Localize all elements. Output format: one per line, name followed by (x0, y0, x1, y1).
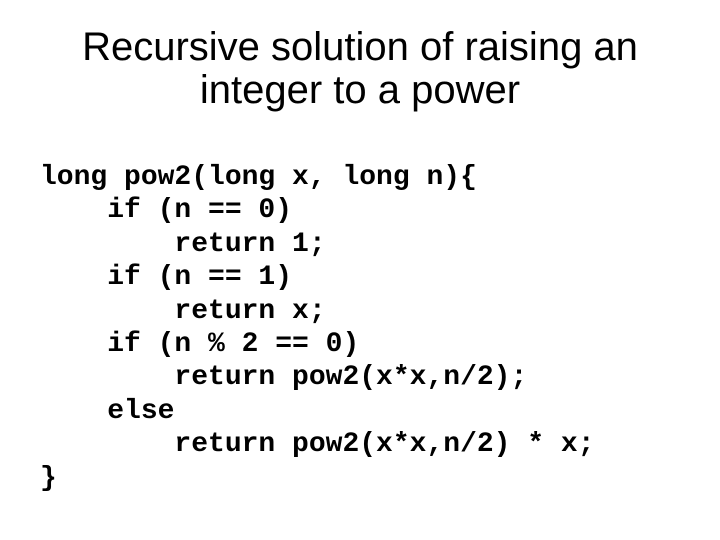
code-block: long pow2(long x, long n){ if (n == 0) r… (40, 162, 595, 494)
title-line-1: Recursive solution of raising an (82, 25, 638, 69)
slide-title: Recursive solution of raising an integer… (0, 26, 720, 112)
title-line-2: integer to a power (199, 68, 521, 112)
